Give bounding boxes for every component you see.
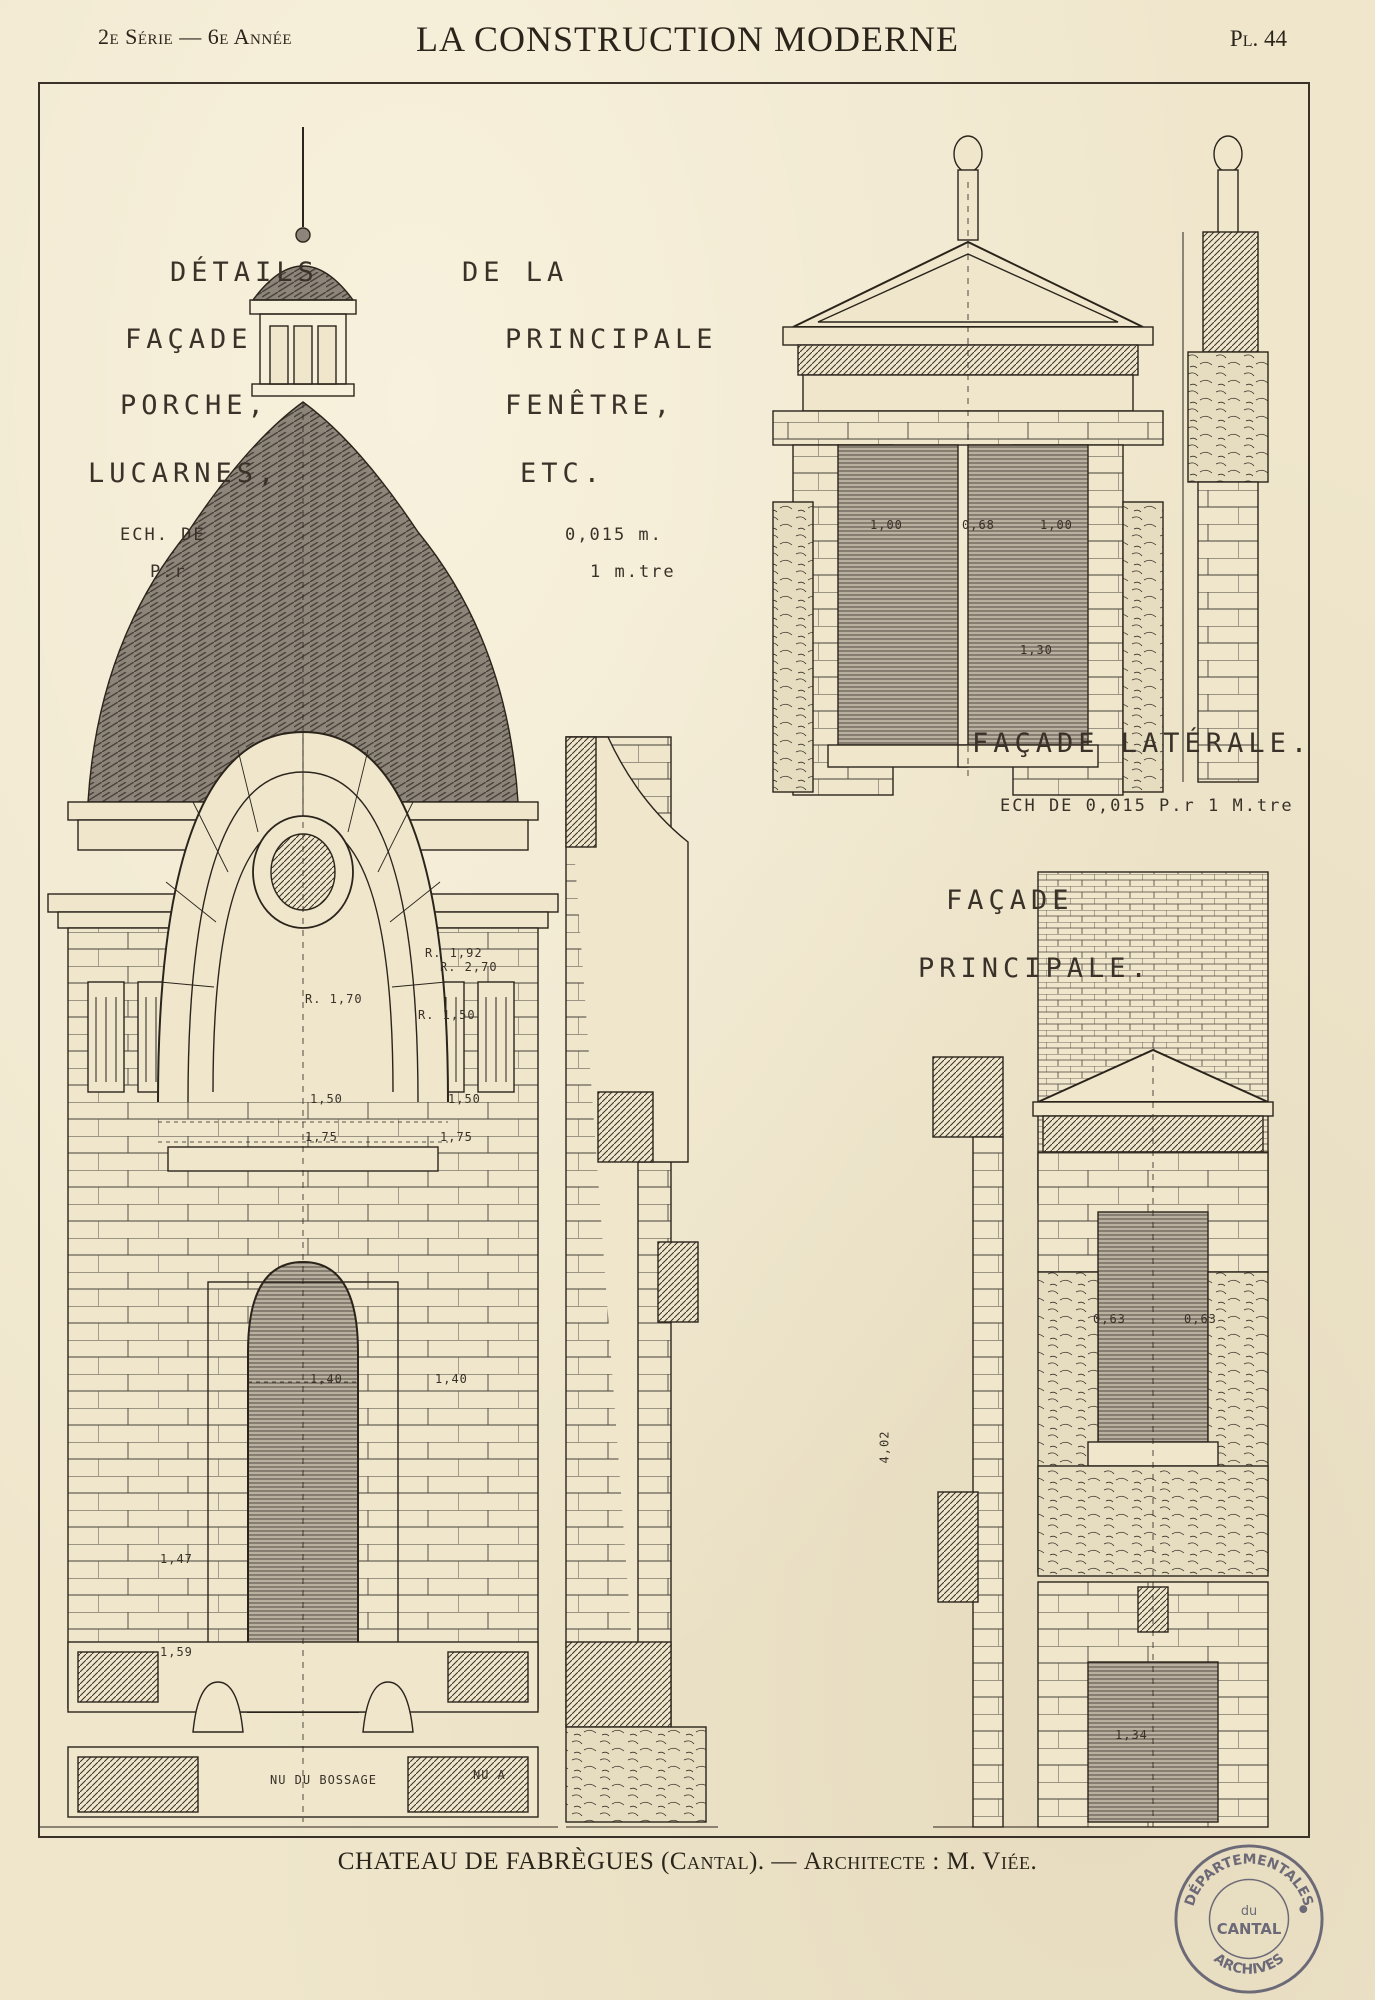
dim-r150: R. 1,50 <box>418 1008 476 1022</box>
caption-region: (Cantal). <box>661 1848 765 1875</box>
label-scale-metre: 1 m.tre <box>590 562 676 582</box>
caption-architect-label: Architecte : <box>803 1848 940 1875</box>
svg-text:ARCHIVES: ARCHIVES <box>1211 1951 1288 1978</box>
dim-100-right: 1,00 <box>1040 518 1073 532</box>
label-scale-value: 0,015 m. <box>565 525 663 545</box>
label-etc: ETC. <box>520 458 606 489</box>
label-facade: FAÇADE <box>125 324 253 355</box>
architectural-drawing <box>38 127 1274 1828</box>
caption-architect: M. Viée. <box>946 1848 1038 1875</box>
plate-header: 2e Série — 6e Année LA CONSTRUCTION MODE… <box>0 18 1375 78</box>
label-de-la: DE LA <box>462 257 569 288</box>
plate-caption: CHATEAU DE FABRÈGUES (Cantal). — Archite… <box>0 1848 1375 1876</box>
dim-r192: R. 1,92 <box>425 946 483 960</box>
label-principale: PRINCIPALE <box>505 324 718 355</box>
stamp-text-cantal: CANTAL <box>1217 1921 1282 1938</box>
label-porche: PORCHE, <box>120 390 269 421</box>
dim-100-left: 1,00 <box>870 518 903 532</box>
dim-r270: R. 2,70 <box>440 960 498 974</box>
dim-063-right: 0,63 <box>1184 1312 1217 1326</box>
journal-title: LA CONSTRUCTION MODERNE <box>415 19 959 59</box>
dim-175-left: 1,75 <box>305 1130 338 1144</box>
series-label: 2e Série — 6e Année <box>98 24 293 49</box>
dim-159: 1,59 <box>160 1645 193 1659</box>
dim-150-left: 1,50 <box>310 1092 343 1106</box>
archive-stamp: DÉPARTEMENTALES ARCHIVES du CANTAL <box>1174 1844 1324 1994</box>
dim-175-right: 1,75 <box>440 1130 473 1144</box>
label-facade-principale-2: PRINCIPALE. <box>918 953 1152 984</box>
dim-140-left: 1,40 <box>310 1372 343 1386</box>
label-lucarnes: LUCARNES, <box>88 458 280 489</box>
dim-140-right: 1,40 <box>435 1372 468 1386</box>
dim-r170: R. 1,70 <box>305 992 363 1006</box>
stamp-text-du: du <box>1241 1904 1257 1919</box>
dim-134: 1,34 <box>1115 1728 1148 1742</box>
label-facade-principale-1: FAÇADE <box>946 885 1074 916</box>
plate-number: Pl. 44 <box>1229 26 1287 51</box>
dim-150-right: 1,50 <box>448 1092 481 1106</box>
dim-nu-a: NU A <box>473 1768 506 1782</box>
label-fenetre: FENÊTRE, <box>505 390 676 421</box>
dim-068: 0,68 <box>962 518 995 532</box>
stamp-dot <box>1299 1905 1308 1914</box>
label-scale-pr: P.r <box>150 562 187 582</box>
plate-frame <box>38 82 1310 1838</box>
dim-147: 1,47 <box>160 1552 193 1566</box>
label-facade-laterale: FAÇADE LATÉRALE. <box>972 728 1313 759</box>
label-scale-ech: ECH. DE <box>120 525 206 545</box>
caption-title: CHATEAU DE FABRÈGUES <box>337 1848 655 1875</box>
label-scale-laterale: ECH DE 0,015 P.r 1 M.tre <box>1000 796 1294 816</box>
label-details: DÉTAILS <box>170 257 319 288</box>
dim-063-left: 0,63 <box>1093 1312 1126 1326</box>
stamp-text-bottom: ARCHIVES <box>1211 1951 1288 1978</box>
dim-130: 1,30 <box>1020 643 1053 657</box>
caption-dash: — <box>771 1848 797 1875</box>
dim-nu-bossage: NU DU BOSSAGE <box>270 1773 377 1787</box>
